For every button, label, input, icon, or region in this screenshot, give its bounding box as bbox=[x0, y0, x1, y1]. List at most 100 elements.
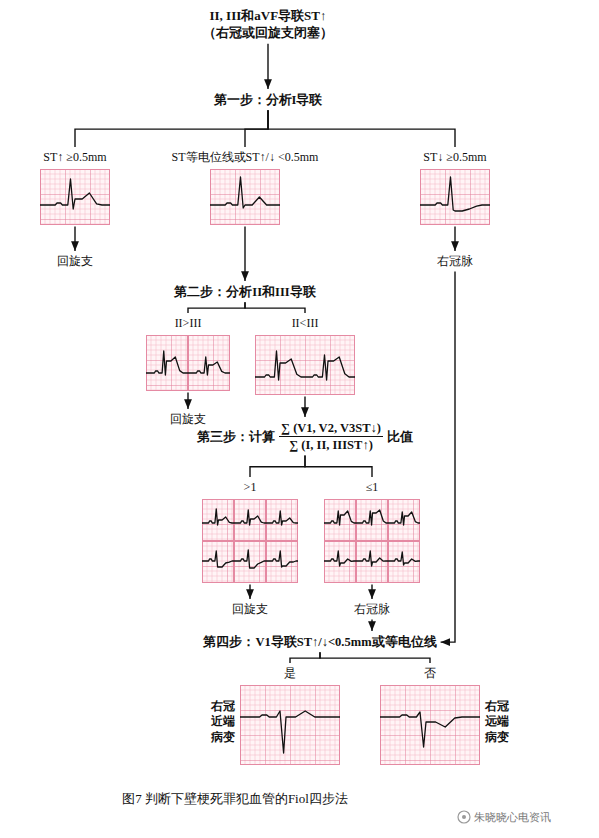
ecg-strip bbox=[234, 499, 266, 541]
node-text: 第三步：计算 bbox=[197, 429, 275, 445]
ecg-trace bbox=[388, 552, 420, 565]
node-text: 回旋支 bbox=[57, 254, 93, 270]
connector bbox=[320, 652, 430, 663]
connector bbox=[267, 44, 268, 89]
flow-label: 回旋支 bbox=[54, 252, 96, 272]
ecg-trace bbox=[356, 551, 388, 566]
flow-label: 右冠脉 bbox=[351, 600, 393, 620]
ecg-panel-node: >1 bbox=[199, 478, 301, 585]
ecg-grid bbox=[325, 499, 356, 540]
ecg-strip bbox=[356, 541, 388, 583]
node-text: II<III bbox=[255, 316, 355, 332]
ecg-grid bbox=[325, 541, 356, 582]
figure-caption: 图7 判断下壁梗死罪犯血管的Fiol四步法 bbox=[0, 790, 470, 808]
step-label: 第四步：V1导联ST↑/↓<0.5mm或等电位线 bbox=[200, 632, 439, 652]
step-label: 第二步：分析II和III导联 bbox=[171, 282, 318, 302]
connector bbox=[249, 585, 250, 599]
node-text: 右冠脉 bbox=[354, 602, 390, 618]
ecg-grid bbox=[189, 335, 230, 390]
step-label: 第三步：计算∑ (V1, V2, V3ST↓)∑ (I, II, IIIST↑)… bbox=[194, 418, 416, 456]
ecg-panel-node: ST↑ ≥0.5mm bbox=[37, 148, 113, 227]
ecg-panel-node: ST↓ ≥0.5mm bbox=[417, 148, 493, 227]
ecg-grid bbox=[235, 541, 266, 582]
node-text: II>III bbox=[146, 316, 230, 332]
ecg-strip bbox=[420, 169, 490, 225]
ecg-trace bbox=[324, 511, 356, 525]
node-text: 第四步：V1导联ST↑/↓<0.5mm或等电位线 bbox=[203, 634, 436, 650]
ecg-grid bbox=[211, 169, 280, 224]
node-text: （右冠或回旋支闭塞） bbox=[203, 25, 333, 42]
watermark-icon-dot bbox=[462, 815, 466, 819]
ecg-strip bbox=[188, 335, 230, 391]
ecg-trace bbox=[324, 551, 356, 566]
node-text: 比值 bbox=[387, 429, 413, 445]
connector bbox=[268, 110, 455, 147]
ecg-strip bbox=[266, 541, 298, 583]
node-text: 右冠近端病变 bbox=[210, 699, 236, 746]
ecg-grid bbox=[241, 685, 340, 764]
ecg-strip bbox=[240, 685, 340, 765]
ecg-grid bbox=[203, 499, 234, 540]
connector bbox=[75, 110, 268, 147]
connector bbox=[188, 302, 245, 313]
ecg-panel-node: 否右冠远端病变 bbox=[377, 664, 483, 767]
connector bbox=[304, 397, 305, 417]
ecg-grid bbox=[381, 685, 480, 764]
node-text: ST↓ ≥0.5mm bbox=[420, 150, 490, 166]
ecg-grid bbox=[267, 499, 298, 540]
connector bbox=[74, 227, 75, 251]
watermark-icon bbox=[458, 811, 470, 823]
connector bbox=[290, 652, 320, 663]
node-text: >1 bbox=[202, 480, 298, 496]
node-text: 是 bbox=[240, 666, 340, 682]
ecg-strip bbox=[40, 169, 110, 225]
ecg-grid bbox=[147, 335, 188, 390]
ecg-panel-node: ≤1 bbox=[321, 478, 423, 585]
node-text: 回旋支 bbox=[232, 602, 268, 618]
node-text: II, III和aVF导联ST↑ bbox=[203, 8, 333, 25]
connector bbox=[371, 620, 372, 631]
node-text: ∑ (V1, V2, V3ST↓) bbox=[279, 420, 383, 437]
ecg-grid bbox=[267, 541, 298, 582]
ecg-panel-node: II>III bbox=[143, 314, 233, 393]
connector bbox=[250, 456, 305, 478]
ecg-strip bbox=[202, 541, 234, 583]
ecg-strip bbox=[388, 499, 420, 541]
ecg-panel-node: 是右冠近端病变 bbox=[237, 664, 343, 767]
ecg-grid bbox=[357, 541, 388, 582]
ecg-strip bbox=[380, 685, 480, 765]
ecg-trace bbox=[234, 550, 266, 568]
connector bbox=[245, 302, 305, 313]
ecg-trace bbox=[420, 177, 490, 211]
connector bbox=[454, 227, 455, 251]
ecg-trace bbox=[266, 551, 298, 567]
node-text: 否 bbox=[380, 666, 480, 682]
ecg-grid bbox=[389, 499, 420, 540]
ecg-strip bbox=[146, 335, 188, 391]
ecg-panel-node: ST等电位线或ST↑/↓ <0.5mm bbox=[169, 148, 322, 227]
ecg-strip bbox=[356, 499, 388, 541]
flow-label: 回旋支 bbox=[229, 600, 271, 620]
flow-label: 回旋支 bbox=[167, 410, 209, 430]
node-text: ≤1 bbox=[324, 480, 420, 496]
node-text: ∑ (I, II, IIIST↑) bbox=[287, 437, 375, 453]
node-text: 右冠脉 bbox=[437, 254, 473, 270]
step-label: 第一步：分析I导联 bbox=[211, 90, 326, 110]
ecg-trace bbox=[40, 179, 110, 209]
flow-label: 右冠脉 bbox=[434, 252, 476, 272]
ecg-strip bbox=[202, 499, 234, 541]
ecg-strip bbox=[388, 541, 420, 583]
node-text: 回旋支 bbox=[170, 412, 206, 428]
flow-label: II, III和aVF导联ST↑（右冠或回旋支闭塞） bbox=[200, 6, 336, 44]
ecg-trace bbox=[234, 510, 266, 525]
node-text: 第一步：分析I导联 bbox=[214, 92, 323, 108]
ecg-trace bbox=[202, 551, 234, 567]
ecg-trace bbox=[202, 509, 234, 525]
ecg-trace bbox=[255, 351, 355, 380]
ecg-trace bbox=[188, 357, 230, 375]
ecg-trace bbox=[266, 511, 298, 525]
connector bbox=[244, 227, 245, 281]
ecg-trace bbox=[146, 351, 188, 375]
ecg-strip bbox=[255, 335, 355, 395]
connector bbox=[187, 393, 188, 409]
